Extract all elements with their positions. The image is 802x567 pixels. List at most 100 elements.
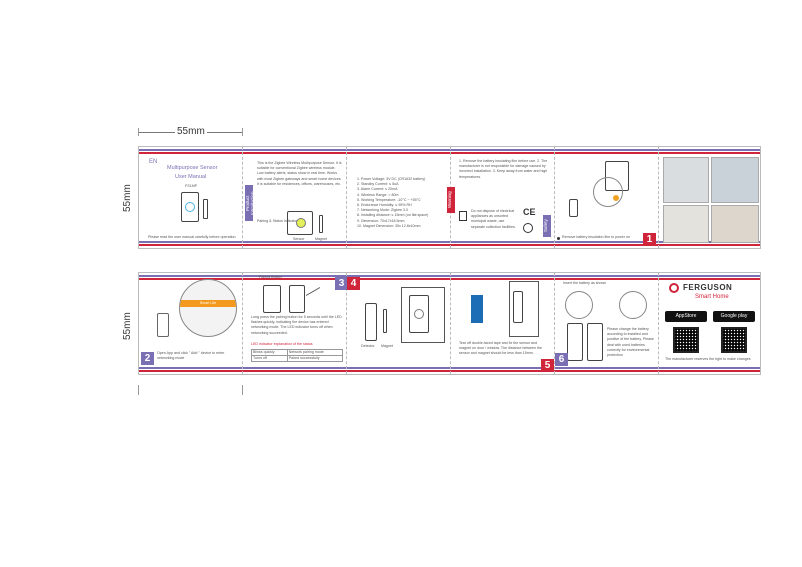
cover-note: Please read the user manual carefully be… [148,235,236,239]
safety-tab: Safety [543,215,551,237]
step2-number: 2 [141,352,154,365]
spec-item: 1. Power Voltage: 3V DC (CR1632 battery) [357,177,426,181]
magnet-label-bottom: Magnet [381,344,393,348]
intro-text: This is the Zigbee Wireless Multipurpose… [257,161,342,186]
height-dimension-bottom: 55mm [122,312,133,340]
step5-number: 5 [541,359,554,372]
step4-door-frame [401,287,445,343]
warning-panel: Warning 1. Remove the battery insulating… [447,147,555,248]
door-scene-image [663,157,709,203]
sensor-label: Sensor [293,237,305,241]
brand-footer: The manufacturer reserves the right to m… [665,357,751,361]
step5-panel: Tear off double-faced tape and fix the s… [451,273,555,374]
drawer-scene-image [711,205,759,243]
sensor-back-illustration [263,285,281,313]
battery-circle-2 [619,291,647,319]
specs-panel: 1. Power Voltage: 3V DC (CR1632 battery)… [347,147,451,248]
cover-model: FS1MP [185,184,197,188]
guide-line-left [138,385,139,395]
width-tick-right [242,128,243,136]
led-table-cell: Turns off [251,355,288,363]
cabinet-scene-image [663,205,709,243]
step1-sensor-small [569,199,578,217]
intro-magnet-illustration [319,215,323,233]
spec-item: 8. Installing distance: ≤ 15mm (on flat … [357,213,429,218]
led-table-cell: Paired successfully [286,355,344,363]
battery-film-circle [593,177,623,207]
spec-item: 10. Magnet Dimension: 35x 12.8x10mm [357,223,421,228]
spec-item: 2. Standby Current: ≤ 5uA [357,182,399,187]
step5-text: Tear off double-faced tape and fix the s… [459,341,543,356]
intro-panel: Product Introduction This is the Zigbee … [243,147,347,248]
door-edge-illustration [509,281,539,337]
qr-code-ios [673,327,699,353]
cover-panel: EN Multipurpose Sensor User Manual FS1MP… [139,147,243,248]
battery-film-dot [613,195,619,201]
brand-name: FERGUSON [683,283,733,292]
step1-bullet [557,237,560,240]
app-bar: Smart Life [180,300,236,307]
led-table-cell: Network pairing mode [286,348,344,357]
width-dimension-label: 55mm [175,126,207,137]
spec-list: 1. Power Voltage: 3V DC (CR1632 battery)… [357,177,449,229]
step4-mounted-sensor [409,295,429,333]
brand-sub: Smart Home [695,294,729,300]
appstore-button[interactable]: AppStore [665,311,707,322]
step4-sensor [365,303,377,341]
battery-circle-1 [565,291,593,319]
step4-number: 4 [347,277,360,290]
spec-item: 5. Working Temperature: -10°C ~ +55°C [357,197,421,202]
detector-label: Detector [361,344,375,348]
phone-illustration [157,313,169,337]
step34-panel: Pairing Button 3 Long press the pairing … [243,273,348,374]
step6-sensor-closed [587,323,603,361]
step34-text: Long press the pairing button for 5 seco… [251,315,342,335]
manual-strip-bottom: Smart Life 2 Open App and click " Add " … [138,272,761,375]
step5-sensor [513,291,523,323]
spec-item: 3. Alarm Current: ≤ 20mA [357,187,398,192]
warning-tab: Warning [447,187,455,213]
spec-item: 9. Dimension: 70x17x18.5mm [357,218,405,223]
language-code: EN [149,159,158,165]
step6-panel: Insert the battery as shown Please chang… [555,273,659,374]
step6-header: Insert the battery as shown [563,281,607,285]
intro-tab: Product Introduction [245,185,255,221]
step4-magnet [383,309,387,333]
height-dimension-top: 55mm [122,184,133,212]
width-tick-left [138,128,139,136]
tape-illustration [471,295,483,323]
qr-code-android [721,327,747,353]
step2-caption: Open App and click " Add " device to ent… [157,351,225,361]
pin-tool-icon [305,287,321,296]
app-screen-zoom: Smart Life [179,279,237,337]
intro-sensor-illustration [287,211,313,235]
step1-caption: Remove battery insulation film to power … [562,235,630,239]
sensor-illustration [181,192,199,222]
step1-panel: Remove battery insulation film to power … [555,147,659,248]
wheelie-bin-icon [459,211,467,221]
ferguson-logo-icon [669,283,679,293]
scenario-panel [659,147,762,248]
magnet-label: Magnet [315,237,327,241]
cover-title: Multipurpose Sensor [167,165,218,171]
spec-item: 4. Wireless Range: > 80m [357,192,399,197]
recycle-icon [523,223,533,233]
guide-line-right [242,385,243,395]
manual-strip-top: EN Multipurpose Sensor User Manual FS1MP… [138,146,761,249]
sensor-front-illustration [289,285,305,313]
step6-sensor-open [567,323,583,361]
step3-number: 3 [335,277,348,290]
brand-panel: FERGUSON Smart Home AppStore Google play… [659,273,762,374]
step4-panel: 4 Detector Magnet [347,273,451,374]
window-scene-image [711,157,759,203]
step2-panel: Smart Life 2 Open App and click " Add " … [139,273,243,374]
pairing-button-label: Pairing Button [259,275,282,279]
googleplay-button[interactable]: Google play [713,311,755,322]
ce-mark: CE [523,207,536,217]
step6-text: Please change the battery according to i… [607,327,654,358]
step1-number: 1 [643,233,656,246]
step6-number: 6 [555,353,568,366]
spec-item: 7. Networking Mode: Zigbee 3.0 [357,208,408,213]
